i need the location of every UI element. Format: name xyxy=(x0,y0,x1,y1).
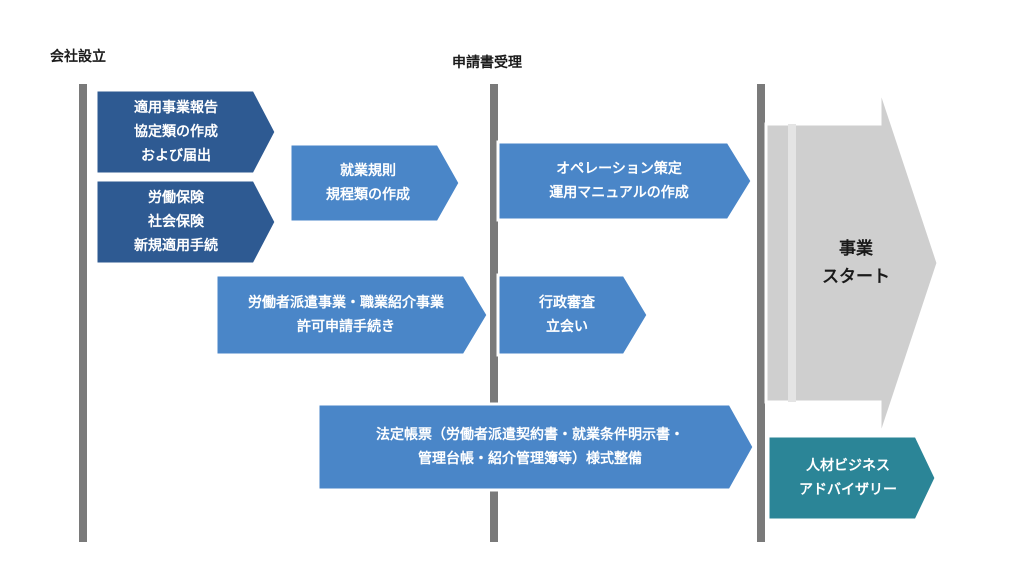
arrow-line: 許可申請手続き xyxy=(297,319,395,335)
arrow-shape xyxy=(288,142,462,224)
arrow-text: 適用事業報告 協定類の作成 および届出 xyxy=(96,90,256,174)
arrow-text: 人材ビジネス アドバイザリー xyxy=(768,436,928,520)
arrow-line: 立会い xyxy=(546,319,588,335)
arrow-line: 労働者派遣事業・職業紹介事業 xyxy=(248,295,444,311)
arrow-line: 協定類の作成 xyxy=(134,124,218,140)
timeline-line-start xyxy=(757,84,765,542)
milestone-founding: 会社設立 xyxy=(50,49,106,65)
arrow-line: 就業規則 xyxy=(340,163,396,179)
arrow-divider xyxy=(788,124,796,402)
arrow-line: 新規適用手続 xyxy=(134,238,218,254)
arrow-line: 社会保険 xyxy=(148,214,204,230)
arrow-line: スタート xyxy=(822,267,890,287)
arrow-legal-forms: 法定帳票（労働者派遣契約書・就業条件明示書・ 管理台帳・紹介管理簿等）様式整備 xyxy=(316,402,756,492)
arrow-line: 行政審査 xyxy=(539,295,595,311)
arrow-text: 労働者派遣事業・職業紹介事業 許可申請手続き xyxy=(216,275,476,355)
timeline-line-application xyxy=(490,84,498,542)
arrow-text: オペレーション策定 運用マニュアルの作成 xyxy=(498,142,740,220)
arrow-line: および届出 xyxy=(141,148,211,164)
arrow-text: 就業規則 規程類の作成 xyxy=(290,144,446,222)
arrow-shape xyxy=(496,140,754,222)
arrow-shape xyxy=(214,273,490,357)
arrow-shape xyxy=(94,88,278,176)
arrow-inspection: 行政審査 立会い xyxy=(496,273,650,357)
arrow-employment-rules-notice: 適用事業報告 協定類の作成 および届出 xyxy=(94,88,278,176)
arrow-text: 労働保険 社会保険 新規適用手続 xyxy=(96,180,256,264)
arrow-line: 運用マニュアルの作成 xyxy=(549,185,689,201)
arrow-text: 法定帳票（労働者派遣契約書・就業条件明示書・ 管理台帳・紹介管理簿等）様式整備 xyxy=(318,404,742,490)
arrow-text: 事業 スタート xyxy=(806,88,906,438)
timeline-line-founding xyxy=(79,84,87,542)
arrow-operation-manual: オペレーション策定 運用マニュアルの作成 xyxy=(496,140,754,222)
arrow-hr-advisory: 人材ビジネス アドバイザリー xyxy=(766,434,938,522)
arrow-text: 行政審査 立会い xyxy=(498,275,636,355)
arrow-line: 規程類の作成 xyxy=(326,187,410,203)
arrow-business-start: 事業 スタート xyxy=(764,87,940,439)
arrow-shape xyxy=(94,178,278,266)
arrow-shape xyxy=(764,87,940,439)
arrow-shape xyxy=(316,402,756,492)
arrow-line: 法定帳票（労働者派遣契約書・就業条件明示書・ xyxy=(376,427,684,443)
arrow-line: アドバイザリー xyxy=(799,482,897,498)
arrow-shape xyxy=(766,434,938,522)
arrow-insurance: 労働保険 社会保険 新規適用手続 xyxy=(94,178,278,266)
arrow-dispatch-license: 労働者派遣事業・職業紹介事業 許可申請手続き xyxy=(214,273,490,357)
arrow-line: オペレーション策定 xyxy=(556,161,682,177)
arrow-line: 管理台帳・紹介管理簿等）様式整備 xyxy=(418,451,642,467)
arrow-work-rules: 就業規則 規程類の作成 xyxy=(288,142,462,224)
arrow-shape xyxy=(496,273,650,357)
arrow-line: 労働保険 xyxy=(148,190,204,206)
arrow-line: 適用事業報告 xyxy=(134,100,218,116)
milestone-application: 申請書受理 xyxy=(452,55,522,71)
arrow-line: 人材ビジネス xyxy=(806,458,890,474)
arrow-line: 事業 xyxy=(839,239,873,259)
